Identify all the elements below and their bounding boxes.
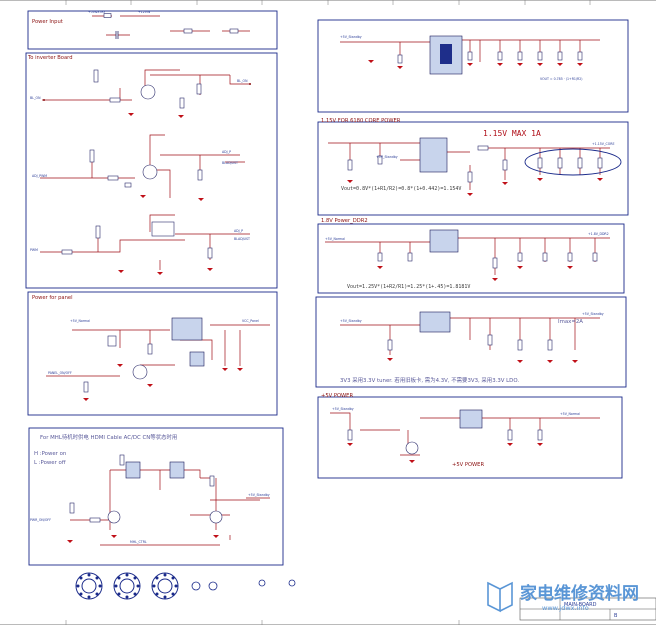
net-mhl-ctrl: MHL_CTRL [130,540,147,544]
ddr2-power-block: 1.8V Power_DDR2 Vout=1.25V*(1+R2/R1)=1.2… [317,218,625,294]
net-standby-top: +5V_Standby [340,35,362,39]
svg-text:ADJ_P: ADJ_P [234,229,243,233]
panel-power-block: Power for panel PANEL_ON/OFF VCC_Panel +… [27,291,278,416]
ddr2-power-title: 1.8V Power_DDR2 [321,218,368,224]
svg-text:+5V&STBY: +5V&STBY [88,10,105,14]
current-note: Imax=2A [558,319,583,325]
mounting-holes [75,572,296,600]
title-block: MAIN-BOARD B [519,597,656,621]
five-v-power-label: +5V POWER [452,462,484,468]
power-input-block: Power Input +5V&STBY +12VIN [27,10,278,50]
mhl-off-note: L :Power off [34,460,66,466]
core-power-title: 1.15V FOR 6180 CORE POWER [321,118,401,124]
svg-text:+5V_Standby: +5V_Standby [332,407,354,411]
svg-text:BLADJUST: BLADJUST [234,237,250,241]
tuner-power-block: +5V_Standby +5V_Standby Imax=2A 3V3 采用3.… [315,296,627,388]
svg-text:+5V_Normal: +5V_Normal [70,319,90,323]
five-v-power-block: +5V POWER +5V POWER +5V_Standby +5V_Norm… [317,393,623,479]
top-regulator-block: +5V_Standby VOUT = 0.785 · (1+R1/R2) [317,19,629,113]
net-normal: +5V_Normal [325,237,345,241]
svg-text:+5V_Standby: +5V_Standby [248,493,270,497]
svg-text:BLADJUST: BLADJUST [222,161,238,165]
svg-text:ADJ_P: ADJ_P [222,150,231,154]
net-adj-pwm: ADJ_PWM [32,174,47,178]
svg-text:+5V_Standby: +5V_Standby [376,155,398,159]
core-max-note: 1.15V MAX 1A [483,129,541,138]
core-power-block: 1.15V FOR 6180 CORE POWER 1.15V MAX 1A V… [317,118,629,216]
vout-top-note: VOUT = 0.785 · (1+R1/R2) [540,77,583,81]
watermark-url: www.jdwx.info [542,604,589,612]
title-sheet: MAIN-BOARD [564,602,597,608]
mhl-on-note: H :Power on [34,451,66,457]
vout-core-formula: Vout=0.8V*(1+R1/R2)=0.8*(1+0.442)=1.154V [341,186,461,192]
net-bl-on: BL_ON [30,96,41,100]
five-v-title: +5V POWER [321,393,353,399]
watermark-cn: 家电维修资料网 [520,583,639,604]
mhl-title: For MHL待机时供电 HDMI Cable AC/DC CN等状态时用 [40,433,177,441]
svg-text:+5V_Normal: +5V_Normal [560,412,580,416]
mhl-block: For MHL待机时供电 HDMI Cable AC/DC CN等状态时用 H … [28,427,284,566]
net-panel-onoff: PANEL_ON/OFF [48,371,72,375]
svg-text:BL_ON: BL_ON [237,79,248,83]
net-vddr: +1.8V_DDR2 [588,232,609,236]
power-input-title: Power Input [32,19,63,25]
svg-text:+5V_Standby: +5V_Standby [582,312,604,316]
inverter-block: To inverter Board BL_ON BL_ON ADJ_PWM AD… [25,52,278,289]
svg-text:+12VIN: +12VIN [138,10,151,14]
panel-power-title: Power for panel [32,295,73,301]
watermark: 家电维修资料网 www.jdwx.info [487,581,639,613]
net-vcore: +1.15V_CORE [592,142,615,146]
inverter-title: To inverter Board [27,55,72,61]
net-pwr-onoff: PWR_ON/OFF [30,518,51,522]
vout-ddr2-formula: Vout=1.25V*(1+R2/R1)=1.25*(1+.45)=1.8181… [347,284,470,290]
net-vcc-panel: VCC_Panel [242,319,259,323]
tuner-note: 3V3 采用3.3V tuner. 若用旧板卡, 需为4.3V, 不需要3V3,… [340,376,519,384]
svg-text:+5V_Standby: +5V_Standby [340,319,362,323]
svg-text:PWM: PWM [30,248,38,252]
title-rev: B [614,613,618,619]
